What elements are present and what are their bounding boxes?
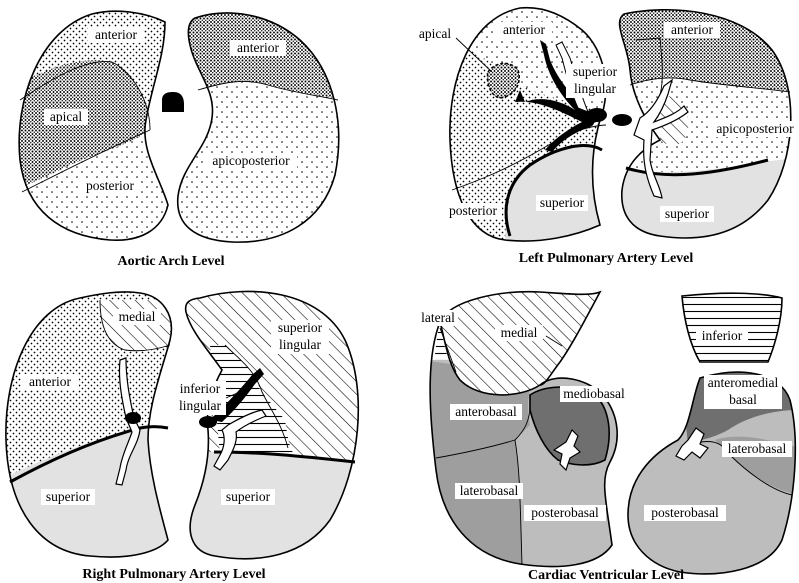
label-superior-lingular: superior [573, 64, 618, 79]
lp-segment-border [451, 124, 607, 191]
panel-right-pulmonary-artery: medial superior lingular anterior inferi… [5, 290, 359, 582]
lp-right-lung-outline [618, 9, 792, 239]
label-inferior-lingular: inferior [180, 381, 221, 396]
caption-left-pulmonary-artery: Left Pulmonary Artery Level [519, 251, 694, 266]
cv-left-bronchus [552, 428, 581, 472]
label-anterior: anterior [503, 22, 545, 37]
label-medial: medial [119, 309, 156, 324]
aa-left-lung-outline [18, 10, 169, 241]
label-superior: superior [665, 206, 710, 221]
label-anterior: anterior [29, 374, 71, 389]
lp-segment-border [629, 77, 791, 93]
label-apical: apical [419, 26, 451, 41]
label-anteromedial-basal: basal [729, 392, 757, 407]
label-anteromedial-basal: anteromedial [708, 375, 779, 390]
label-laterobasal: laterobasal [460, 483, 519, 498]
lp-right-bronchus [633, 78, 689, 199]
label-superior-lingular: superior [278, 320, 323, 335]
leader-line [439, 327, 457, 373]
rp-pulmonary-artery [199, 416, 217, 428]
aa-right-lung-outline [176, 12, 340, 243]
leader-line [225, 389, 245, 399]
trachea-shape [162, 92, 184, 112]
lp-left-lung-outline [449, 6, 607, 242]
caption-aortic-arch: Aortic Arch Level [117, 254, 224, 269]
rp-pulmonary-artery [125, 412, 141, 424]
cv-right-bronchus [675, 427, 709, 461]
cv-upper-outline [439, 290, 602, 386]
lp-segment-border [635, 37, 663, 96]
cv-inferior-segment [682, 293, 782, 362]
cv-segment-border [435, 439, 523, 566]
panel-aortic-arch: anterior anterior apical posterior apico… [18, 10, 340, 269]
label-superior: superior [540, 195, 585, 210]
label-mediobasal: mediobasal [563, 386, 625, 401]
rp-right-bronchus [213, 409, 267, 471]
label-anterior: anterior [95, 27, 137, 42]
rp-segment-border [224, 344, 289, 449]
label-posterior: posterior [86, 178, 134, 193]
panel-left-pulmonary-artery: apical anterior anterior superior lingul… [416, 6, 799, 266]
label-anterior: anterior [237, 40, 279, 55]
rp-left-lung-fill [5, 291, 172, 558]
lp-fissure [625, 158, 769, 177]
caption-right-pulmonary-artery: Right Pulmonary Artery Level [82, 567, 265, 582]
rp-segment-border [99, 299, 171, 352]
label-superior-lingular: lingular [279, 337, 321, 352]
label-posterobasal: posterobasal [531, 505, 599, 520]
leader-line [455, 37, 493, 73]
label-posterobasal: posterobasal [651, 505, 719, 520]
lp-apical-segment [486, 62, 520, 99]
leader-line [545, 335, 563, 347]
rp-left-lung-outline [5, 291, 173, 558]
aa-segment-border [19, 61, 151, 131]
label-inferior-lingular: lingular [179, 398, 221, 413]
label-superior: superior [46, 489, 91, 504]
aa-segment-border [197, 80, 339, 101]
label-apicoposterior: apicoposterior [716, 121, 794, 136]
aa-right-lung-fill [177, 13, 339, 243]
label-apicoposterior: apicoposterior [212, 153, 290, 168]
cv-inferior-outline [681, 292, 783, 363]
panel-cardiac-ventricular: lateral medial inferior mediobasal anter… [418, 290, 797, 583]
cv-right-lung-outline [627, 371, 797, 575]
label-superior-lingular: lingular [574, 81, 616, 96]
label-laterobasal: laterobasal [728, 441, 787, 456]
lp-pulmonary-artery [587, 108, 607, 122]
label-lateral: lateral [421, 310, 455, 325]
cv-medial-segment [440, 291, 600, 395]
label-anterior: anterior [671, 22, 713, 37]
caption-cardiac-ventricular: Cardiac Ventricular Level [528, 568, 684, 583]
label-anterobasal: anterobasal [455, 404, 517, 419]
rp-fissure [9, 425, 169, 484]
aa-segment-border [21, 129, 151, 193]
label-apical: apical [50, 109, 82, 124]
label-inferior: inferior [702, 328, 743, 343]
label-medial: medial [501, 325, 538, 340]
lp-fissure [504, 144, 603, 237]
rp-right-lung-outline [184, 290, 359, 560]
cv-left-lung-outline [429, 319, 618, 568]
label-superior: superior [226, 489, 271, 504]
label-posterior: posterior [449, 203, 497, 218]
lp-pulmonary-artery [612, 114, 632, 126]
